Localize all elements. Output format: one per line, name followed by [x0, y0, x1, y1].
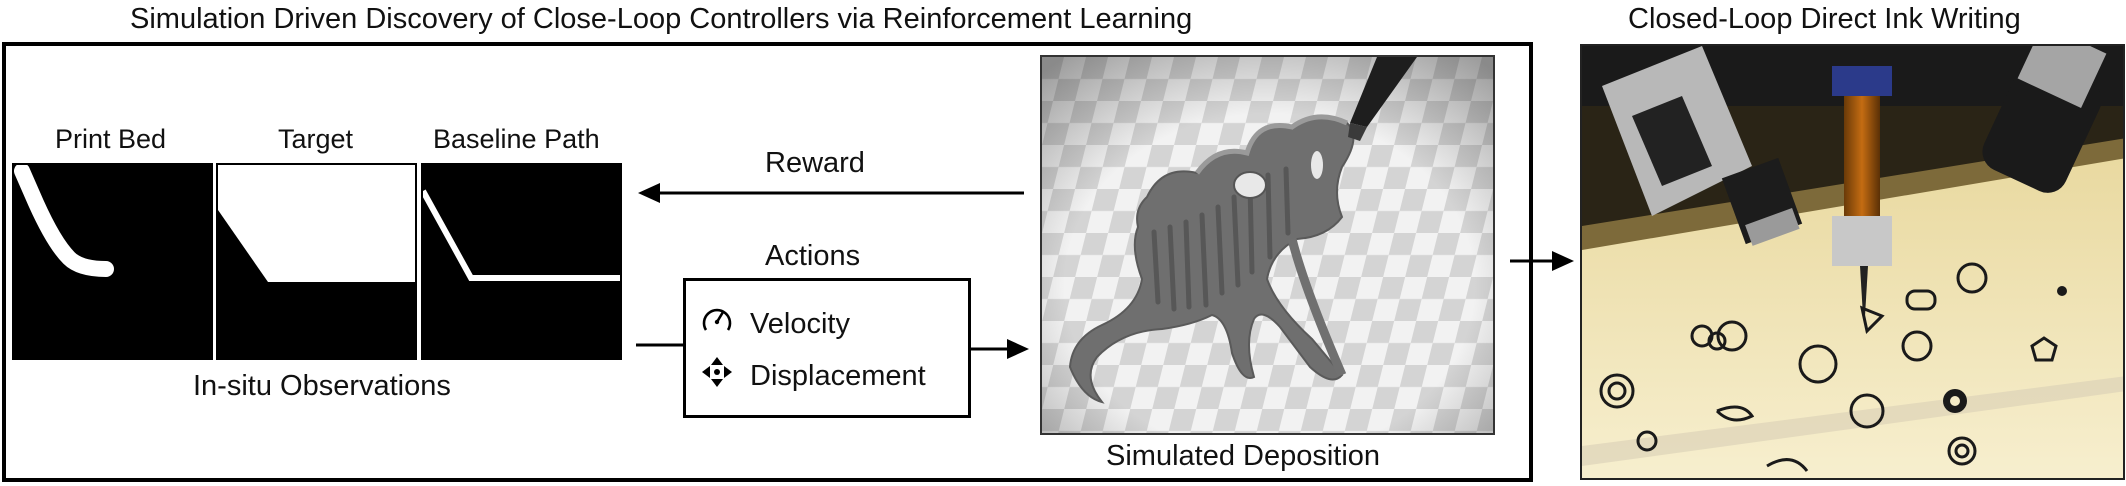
displacement-label: Displacement: [750, 359, 926, 392]
print-bed-label: Print Bed: [55, 124, 167, 154]
main-title: Simulation Driven Discovery of Close-Loo…: [130, 3, 1193, 35]
baseline-path-image: [421, 163, 622, 360]
baseline-path-label: Baseline Path: [433, 124, 600, 154]
action-displacement: Displacement: [700, 355, 926, 397]
target-image: [216, 163, 417, 360]
reward-arrow: [638, 183, 1024, 203]
print-bed-image: [12, 163, 213, 360]
observations-caption: In-situ Observations: [193, 370, 451, 402]
simulation-caption: Simulated Deposition: [1106, 440, 1381, 472]
reward-label: Reward: [765, 147, 865, 179]
right-title: Closed-Loop Direct Ink Writing: [1628, 3, 2021, 35]
actions-to-sim-arrow: [971, 339, 1029, 359]
target-label: Target: [278, 124, 354, 154]
action-velocity: Velocity: [700, 303, 850, 345]
obs-to-actions-line: [636, 343, 684, 347]
sim-to-photo-arrow: [1510, 251, 1574, 271]
actions-box: Velocity Displacement: [683, 278, 971, 418]
velocity-label: Velocity: [750, 307, 850, 340]
speedometer-icon: [700, 303, 734, 345]
actions-label: Actions: [765, 240, 861, 272]
simulated-deposition-image: [1040, 55, 1495, 435]
move-arrows-icon: [700, 355, 734, 397]
printer-photo: [1580, 44, 2125, 480]
